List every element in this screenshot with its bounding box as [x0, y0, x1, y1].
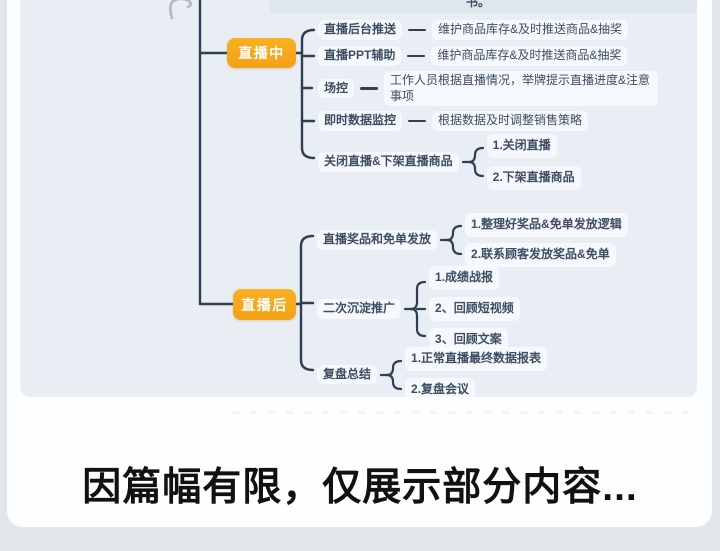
subitem-column: 1.整理好奖品&免单发放逻辑 2.联系顾客发放奖品&免单	[465, 213, 628, 267]
subitem-column: 1.正常直播最终数据报表 2.复盘会议	[405, 347, 548, 402]
node-desc: 维护商品库存&及时推送商品&抽奖	[432, 20, 629, 40]
node-row: 直播后台推送 维护商品库存&及时推送商品&抽奖	[318, 20, 629, 40]
subitem: 1.正常直播最终数据报表	[405, 347, 548, 371]
subitem: 1.成绩战报	[429, 266, 500, 290]
subitem: 1.整理好奖品&免单发放逻辑	[465, 213, 628, 237]
brace-connector	[380, 359, 403, 390]
subitem: 2、回顾短视频	[429, 297, 520, 321]
brace-connector	[461, 146, 484, 178]
node-desc: 维护商品库存&及时推送商品&抽奖	[431, 46, 628, 66]
node-label: 关闭直播&下架直播商品	[318, 152, 459, 172]
node-desc: 根据数据及时调整销售策略	[432, 111, 589, 131]
node-label: 直播PPT辅助	[318, 46, 402, 66]
node-row: 即时数据监控 根据数据及时调整销售策略	[318, 111, 589, 131]
handdrawn-mark-icon	[168, 0, 193, 20]
cropped-top-band	[270, 0, 697, 13]
faint-watermark	[232, 411, 698, 414]
node-label: 二次沉淀推广	[317, 299, 402, 319]
node-row: 场控 工作人员根据直播情况，举牌提示直播进度&注意事项	[318, 71, 659, 107]
node-label: 复盘总结	[317, 364, 378, 385]
node-desc: 工作人员根据直播情况，举牌提示直播进度&注意事项	[384, 71, 659, 107]
footer-headline: 因篇幅有限，仅展示部分内容...	[82, 466, 638, 509]
subitem: 2.下架直播商品	[486, 166, 581, 190]
node-row: 直播奖品和免单发放 1.整理好奖品&免单发放逻辑 2.联系顾客发放奖品&免单	[317, 213, 628, 267]
node-label: 场控	[318, 78, 355, 99]
brace-connector	[404, 280, 427, 338]
subitem: 1.关闭直播	[486, 134, 557, 158]
node-row: 二次沉淀推广 1.成绩战报 2、回顾短视频 3、回顾文案	[317, 266, 520, 352]
subitem: 2.复盘会议	[405, 378, 476, 402]
dash-connector	[408, 119, 427, 122]
node-row: 复盘总结 1.正常直播最终数据报表 2.复盘会议	[317, 347, 548, 402]
node-label: 直播后台推送	[318, 20, 403, 40]
branch-badge-after-live: 直播后	[233, 289, 296, 320]
node-row: 关闭直播&下架直播商品 1.关闭直播 2.下架直播商品	[318, 134, 581, 190]
subitem-column: 1.关闭直播 2.下架直播商品	[486, 134, 581, 190]
dash-connector	[360, 87, 379, 90]
cropped-text-fragment: 书。	[466, 0, 491, 9]
branch-badge-during-live: 直播中	[227, 38, 296, 68]
node-label: 直播奖品和免单发放	[317, 230, 438, 250]
dash-connector	[408, 28, 427, 31]
brace-connector	[440, 224, 463, 256]
node-row: 直播PPT辅助 维护商品库存&及时推送商品&抽奖	[318, 46, 628, 66]
subitem: 2.联系顾客发放奖品&免单	[465, 243, 616, 267]
dash-connector	[407, 54, 426, 57]
mindmap-panel: 书。	[20, 0, 697, 397]
subitem-column: 1.成绩战报 2、回顾短视频 3、回顾文案	[429, 266, 520, 352]
node-label: 即时数据监控	[318, 111, 403, 131]
